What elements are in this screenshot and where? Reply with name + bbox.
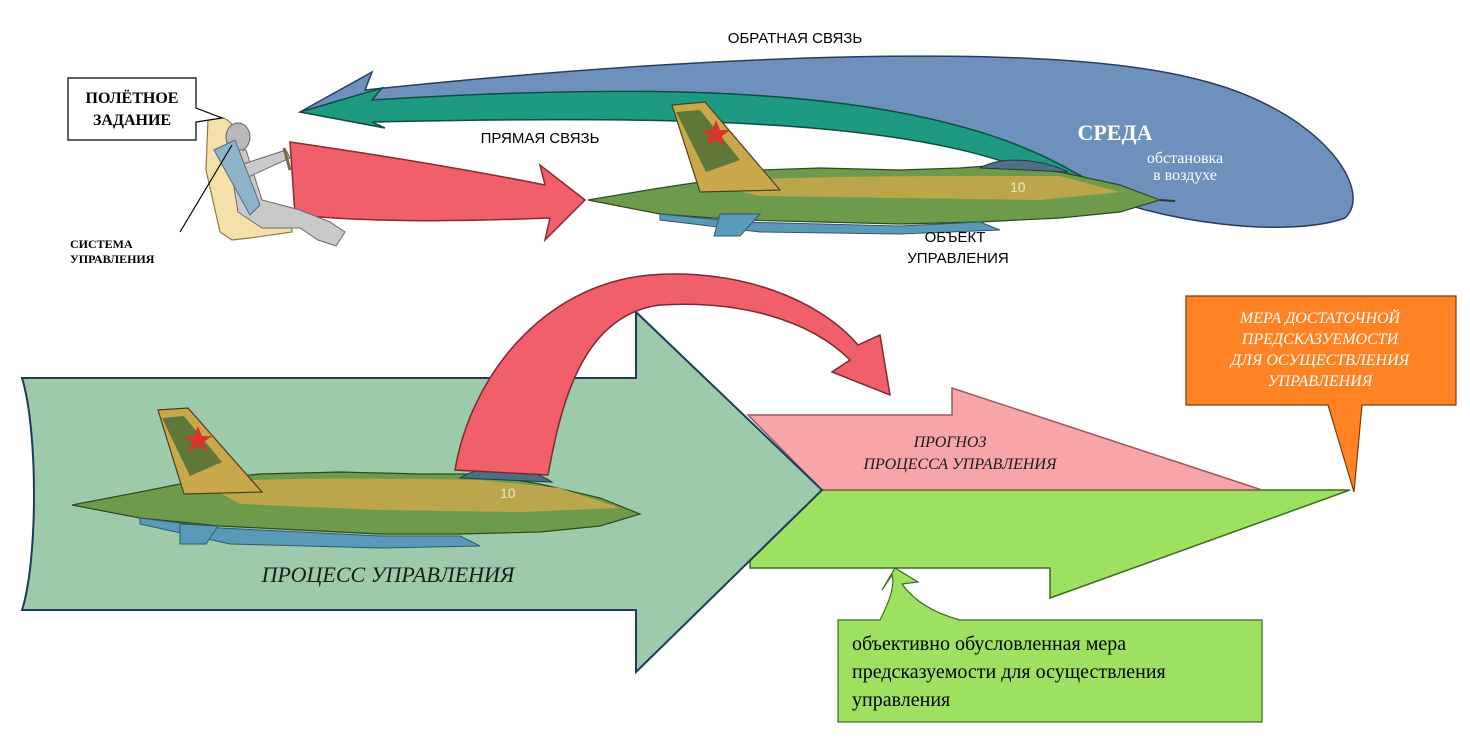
control-system-line2: УПРАВЛЕНИЯ — [70, 252, 155, 266]
forecast-line1: ПРОГНОЗ — [913, 434, 987, 451]
objective-line3: управления — [852, 689, 950, 711]
feedback-label: ОБРАТНАЯ СВЯЗЬ — [728, 30, 863, 47]
forecast-transition-arrow — [454, 273, 891, 476]
control-system-line1: СИСТЕМА — [70, 237, 133, 251]
sufficient-line2: ПРЕДСКАЗУЕМОСТИ — [1241, 331, 1400, 348]
process-label: ПРОЦЕСС УПРАВЛЕНИЯ — [261, 562, 516, 587]
object-line2: УПРАВЛЕНИЯ — [907, 250, 1008, 267]
pilot-seat-icon — [205, 116, 346, 247]
forward-arrow — [289, 141, 587, 243]
aircraft-top-icon: 10 — [587, 101, 1176, 237]
objective-line2: предсказуемости для осуществления — [852, 661, 1166, 683]
flight-task-line2: ЗАДАНИЕ — [93, 112, 171, 129]
control-system-pointer — [179, 144, 233, 233]
forecast-line2: ПРОЦЕССА УПРАВЛЕНИЯ — [863, 456, 1058, 473]
sufficient-line4: УПРАВЛЕНИЯ — [1268, 373, 1374, 390]
sufficient-predictability-callout — [1185, 295, 1457, 493]
forward-label: ПРЯМАЯ СВЯЗЬ — [481, 130, 600, 147]
objective-line1: объективно обусловленная мера — [852, 633, 1126, 655]
environment-title: СРЕДА — [1077, 120, 1152, 145]
forecast-arrow — [746, 386, 1263, 491]
objective-predictability-arrow — [749, 489, 1351, 600]
sufficient-line3: ДЛЯ ОСУЩЕСТВЛЕНИЯ — [1229, 352, 1411, 369]
object-line1: ОБЪЕКТ — [925, 229, 986, 246]
flight-task-line1: ПОЛЁТНОЕ — [86, 89, 179, 107]
aircraft-top-number: 10 — [1010, 179, 1026, 195]
environment-sub2: в воздухе — [1153, 167, 1217, 184]
environment-sub1: обстановка — [1147, 150, 1223, 167]
sufficient-line1: МЕРА ДОСТАТОЧНОЙ — [1239, 308, 1402, 327]
aircraft-bottom-number: 10 — [500, 485, 516, 501]
flight-task-callout — [67, 77, 225, 141]
objective-predictability-callout — [837, 567, 1263, 723]
aircraft-bottom-icon: 10 — [71, 407, 642, 549]
